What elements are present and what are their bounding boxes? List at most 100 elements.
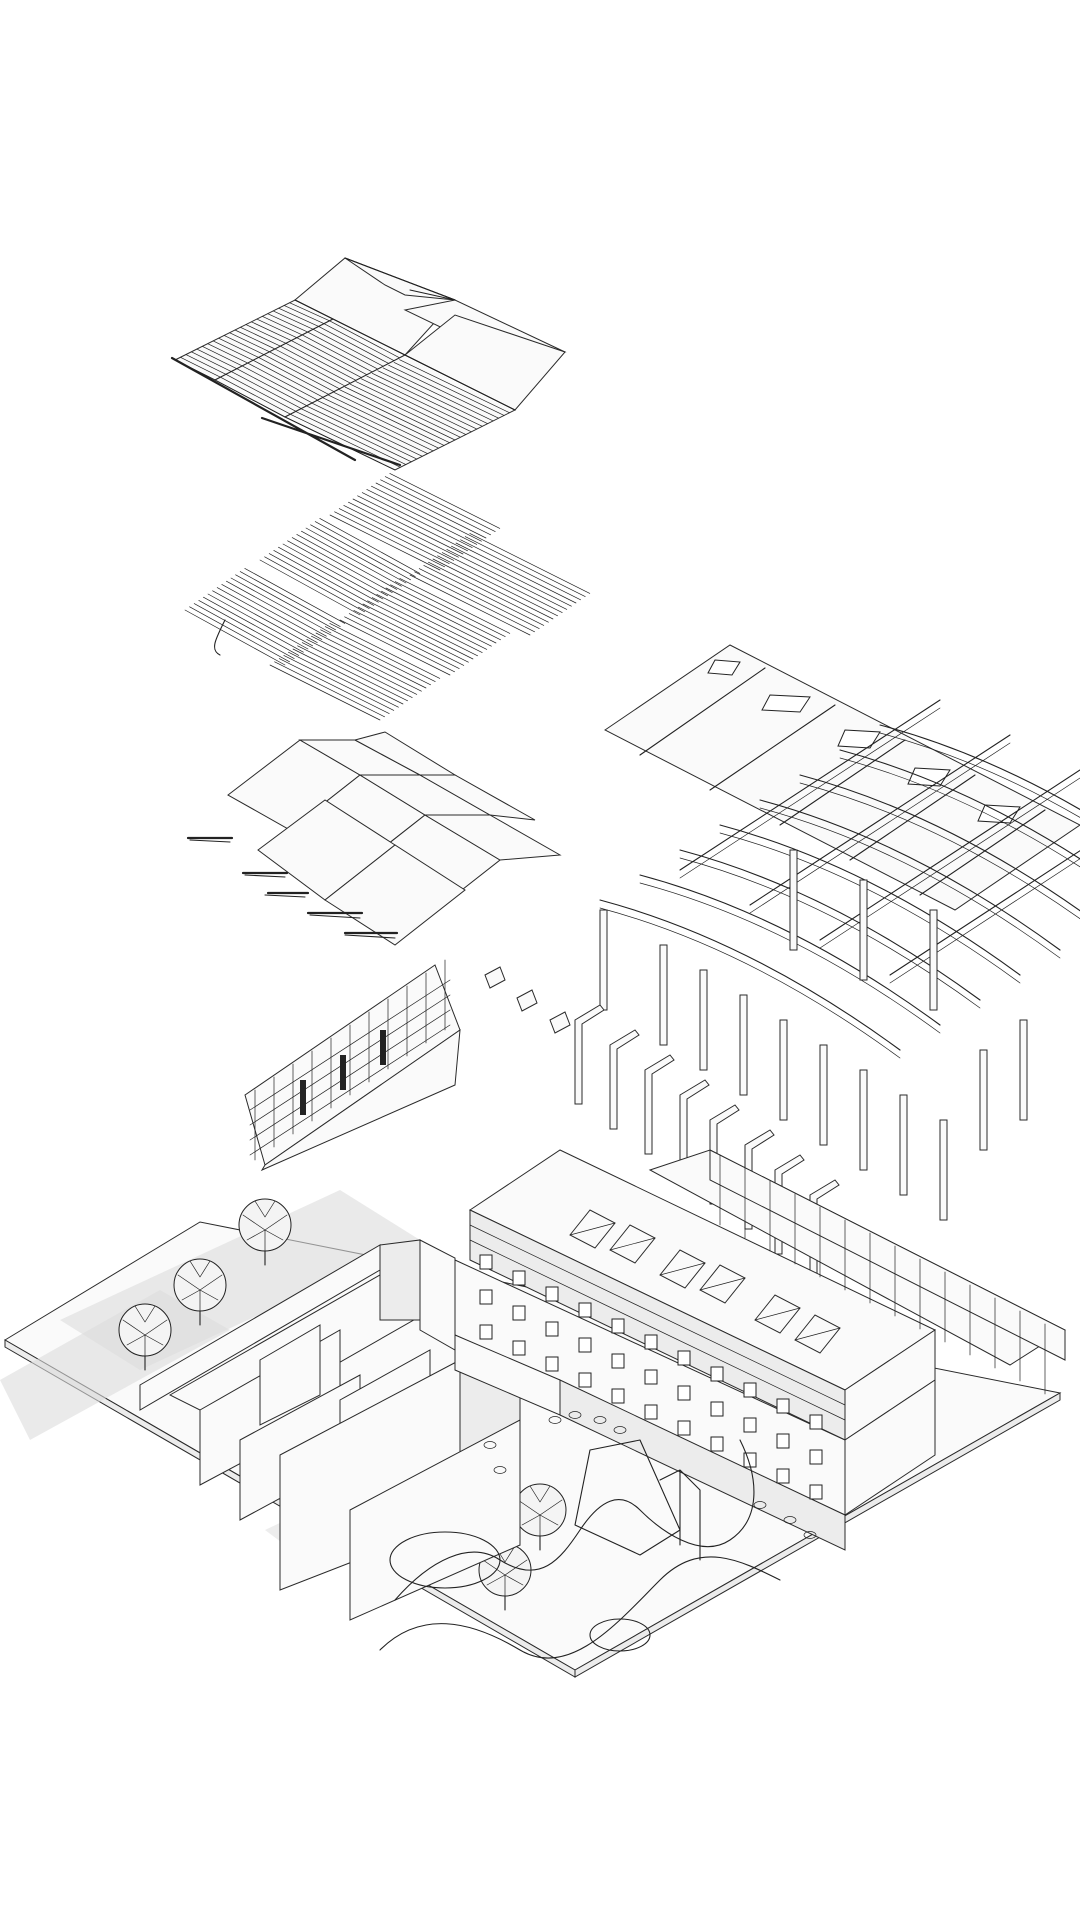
- batten: [310, 524, 411, 581]
- skylight-edge: [609, 1237, 656, 1251]
- batten: [329, 623, 441, 679]
- batten: [428, 561, 549, 623]
- skylight-edge: [569, 1222, 616, 1236]
- column: [699, 969, 708, 1071]
- column: [899, 1094, 908, 1196]
- l-beam: [609, 1029, 640, 1130]
- batten: [283, 655, 395, 711]
- door: [300, 1080, 306, 1115]
- window: [776, 1433, 790, 1449]
- roof-beam: [679, 857, 981, 1009]
- column: [739, 994, 748, 1096]
- window: [644, 1334, 658, 1350]
- batten: [455, 542, 577, 604]
- batten: [239, 571, 341, 627]
- batten: [296, 534, 398, 590]
- roof-beam: [679, 849, 981, 1001]
- facade-panel: [244, 959, 461, 1172]
- transom: [249, 979, 451, 1111]
- column: [859, 1069, 868, 1171]
- roof-beam: [839, 757, 1080, 868]
- window: [479, 1289, 493, 1305]
- window: [743, 1417, 757, 1433]
- batten: [348, 501, 459, 558]
- batten: [207, 593, 309, 650]
- roof-frame: [186, 731, 562, 946]
- batten: [311, 635, 422, 692]
- transom: [249, 1009, 451, 1141]
- batten: [432, 558, 554, 620]
- seat: [783, 1516, 797, 1524]
- batten: [414, 571, 535, 633]
- batten: [423, 565, 545, 626]
- column: [979, 1049, 988, 1151]
- batten: [235, 574, 336, 631]
- window: [809, 1484, 823, 1500]
- window: [611, 1388, 625, 1404]
- batten: [315, 632, 427, 689]
- window: [578, 1372, 592, 1388]
- window: [710, 1436, 724, 1452]
- window: [545, 1321, 559, 1337]
- batten: [358, 606, 469, 663]
- roof-beam: [599, 899, 901, 1051]
- window: [677, 1350, 691, 1366]
- batten: [301, 642, 413, 698]
- batten: [451, 545, 572, 607]
- window: [512, 1340, 526, 1356]
- batten: [314, 521, 416, 577]
- roof-panels-with-skylights: [604, 644, 1080, 911]
- batten: [381, 590, 492, 647]
- batten: [288, 651, 399, 708]
- skylight-edge: [794, 1327, 841, 1341]
- batten: [375, 482, 487, 539]
- batten: [409, 574, 531, 636]
- batten: [353, 610, 465, 666]
- batten: [297, 645, 408, 702]
- batten: [352, 498, 464, 555]
- roof-beam: [879, 724, 1080, 811]
- seat: [593, 1416, 607, 1424]
- door: [340, 1055, 346, 1090]
- ground-floor-site: [0, 1149, 1067, 1678]
- batten: [259, 559, 361, 616]
- skylight-edge: [699, 1277, 746, 1291]
- window: [479, 1324, 493, 1340]
- column: [859, 879, 868, 981]
- batten: [292, 648, 404, 705]
- roof-beam: [759, 799, 1061, 951]
- door: [380, 1030, 386, 1065]
- skylight-edge: [754, 1307, 801, 1321]
- batten: [385, 587, 497, 644]
- roof-beam: [719, 824, 1021, 976]
- window: [611, 1353, 625, 1369]
- batten: [324, 626, 436, 682]
- window: [710, 1366, 724, 1382]
- batten: [203, 596, 304, 653]
- batten: [184, 609, 286, 666]
- batten: [329, 514, 441, 571]
- batten: [216, 587, 318, 643]
- seat: [613, 1426, 627, 1434]
- seat: [548, 1416, 562, 1424]
- batten: [441, 552, 563, 613]
- roof-beam: [839, 749, 1080, 860]
- window: [677, 1385, 691, 1401]
- batten: [338, 508, 450, 564]
- transom: [249, 994, 451, 1126]
- batten-end: [214, 619, 226, 656]
- seat: [753, 1501, 767, 1509]
- batten: [367, 600, 478, 657]
- seat: [568, 1411, 582, 1419]
- column: [659, 944, 668, 1046]
- window: [809, 1449, 823, 1465]
- roof-beam: [799, 782, 1080, 920]
- batten: [230, 577, 332, 634]
- seat: [483, 1441, 497, 1449]
- batten: [357, 495, 468, 552]
- batten: [301, 530, 402, 587]
- window: [479, 1254, 493, 1270]
- batten: [193, 603, 295, 659]
- tree-facets: [482, 1545, 528, 1597]
